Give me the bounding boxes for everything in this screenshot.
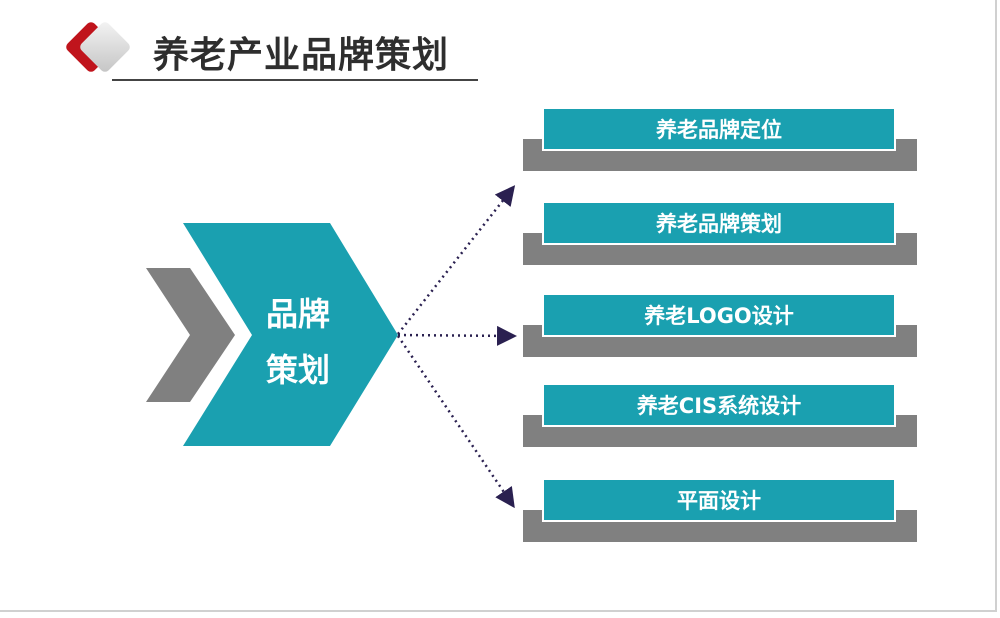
- gray-chevron: [146, 268, 235, 402]
- title-underline: [112, 79, 478, 81]
- list-item: 养老品牌定位: [523, 107, 917, 171]
- teal-chevron: [183, 223, 398, 446]
- item-label: 养老品牌定位: [542, 107, 896, 151]
- center-label-line1: 品牌: [265, 295, 330, 333]
- center-label-line2: 策划: [265, 351, 330, 389]
- arrow-up: [397, 185, 516, 335]
- arrow-middle: [397, 325, 517, 346]
- list-item: 养老LOGO设计: [523, 293, 917, 357]
- center-label: 品牌 策划: [258, 286, 338, 398]
- list-item: 养老CIS系统设计: [523, 383, 917, 447]
- item-label: 平面设计: [542, 478, 896, 522]
- title-logo-icon: [66, 22, 130, 72]
- page-title: 养老产业品牌策划: [153, 35, 450, 76]
- item-label: 养老LOGO设计: [542, 293, 896, 337]
- arrow-down: [396, 335, 515, 509]
- list-item: 养老品牌策划: [523, 201, 917, 265]
- item-label: 养老品牌策划: [542, 201, 896, 245]
- item-label: 养老CIS系统设计: [542, 383, 896, 427]
- list-item: 平面设计: [523, 478, 917, 542]
